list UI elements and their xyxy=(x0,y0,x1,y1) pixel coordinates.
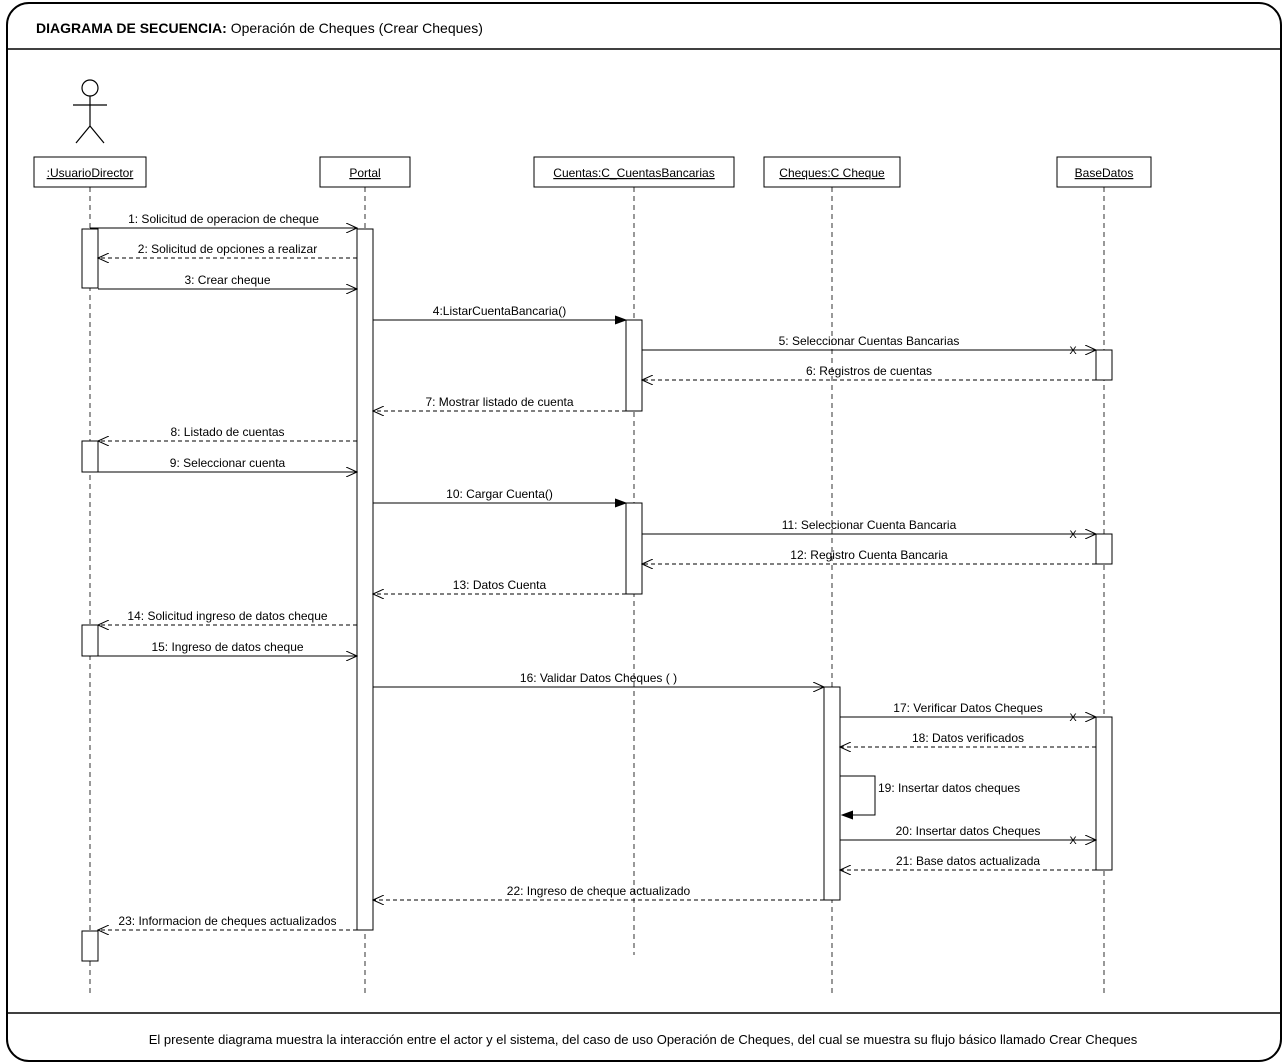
destroy-mark: X xyxy=(1069,712,1077,724)
message-label: 4:ListarCuentaBancaria() xyxy=(433,304,566,318)
footer-description: El presente diagrama muestra la interacc… xyxy=(148,1032,1138,1047)
lifeline-box-cuentas xyxy=(533,156,735,188)
message-arrow xyxy=(840,775,876,815)
header-title: Operación de Cheques (Crear Cheques) xyxy=(230,20,483,36)
message-label: 14: Solicitud ingreso de datos cheque xyxy=(127,609,327,623)
activation-bar xyxy=(625,319,643,412)
activation-bar xyxy=(625,502,643,595)
message-label: 23: Informacion de cheques actualizados xyxy=(118,914,336,928)
header: DIAGRAMA DE SECUENCIA: Operación de Cheq… xyxy=(36,20,483,36)
activation-bar xyxy=(1095,533,1113,565)
message-label: 16: Validar Datos Cheques ( ) xyxy=(520,671,677,685)
message-label: 3: Crear cheque xyxy=(184,273,270,287)
destroy-mark: X xyxy=(1069,529,1077,541)
message-label: 10: Cargar Cuenta() xyxy=(446,487,553,501)
activation-bar xyxy=(1095,349,1113,381)
actor-leg-left xyxy=(75,125,91,144)
activation-bar xyxy=(356,228,374,931)
message-label: 12: Registro Cuenta Bancaria xyxy=(790,548,948,562)
destroy-mark: X xyxy=(1069,345,1077,357)
message-label: 9: Seleccionar cuenta xyxy=(170,456,286,470)
lifeline-box-portal xyxy=(319,156,411,188)
lifeline-name-actor: :UsuarioDirector xyxy=(47,166,134,180)
activation-bar xyxy=(81,440,99,473)
message-label: 21: Base datos actualizada xyxy=(896,854,1040,868)
destroy-mark: X xyxy=(1069,835,1077,847)
sequence-diagram: :UsuarioDirector Portal Cuentas:C_CuentasB… xyxy=(33,79,1152,993)
message-label: 8: Listado de cuentas xyxy=(170,425,284,439)
actor-head xyxy=(81,79,99,97)
lifeline-name-cheques: Cheques:C Cheque xyxy=(779,166,885,180)
message-label: 22: Ingreso de cheque actualizado xyxy=(507,884,691,898)
message-label: 11: Seleccionar Cuenta Bancaria xyxy=(782,518,957,532)
header-label: DIAGRAMA DE SECUENCIA: xyxy=(36,20,227,36)
outer-border xyxy=(6,2,1282,1062)
lifeline-name-portal: Portal xyxy=(349,166,380,180)
message-label: 1: Solicitud de operacion de cheque xyxy=(128,212,319,226)
lifeline-name-cuentas: Cuentas:C_CuentasBancarias xyxy=(553,166,714,180)
lifeline-box-bd xyxy=(1056,156,1152,188)
activation-bar xyxy=(823,686,841,901)
activation-bar xyxy=(81,930,99,962)
message-label: 17: Verificar Datos Cheques xyxy=(893,701,1042,715)
message-label: 13: Datos Cuenta xyxy=(453,578,547,592)
message-label: 15: Ingreso de datos cheque xyxy=(151,640,303,654)
message-label: 20: Insertar datos Cheques xyxy=(896,824,1041,838)
message-label: 6: Registros de cuentas xyxy=(806,364,932,378)
message-label: 2: Solicitud de opciones a realizar xyxy=(138,242,317,256)
activation-bar xyxy=(81,228,99,289)
message-label: 18: Datos verificados xyxy=(912,731,1024,745)
message-label: 5: Seleccionar Cuentas Bancarias xyxy=(779,334,960,348)
lifeline-box-actor xyxy=(33,156,147,188)
activation-bar xyxy=(1095,716,1113,871)
activation-bar xyxy=(81,624,99,657)
lifeline-box-cheques xyxy=(763,156,901,188)
actor-leg-right xyxy=(89,125,105,144)
message-label: 19: Insertar datos cheques xyxy=(878,781,1020,795)
message-label: 7: Mostrar listado de cuenta xyxy=(425,395,573,409)
lifeline-name-bd: BaseDatos xyxy=(1075,166,1134,180)
